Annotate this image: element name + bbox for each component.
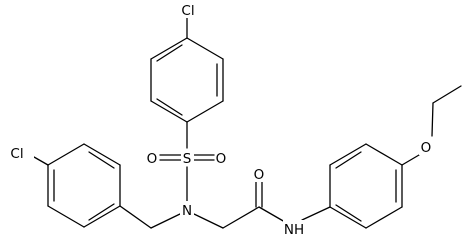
bond	[365, 206, 403, 229]
bond	[258, 206, 286, 223]
bond	[88, 151, 115, 169]
bond	[156, 98, 183, 116]
bond	[222, 206, 260, 229]
bond	[186, 37, 224, 60]
bond	[83, 143, 121, 166]
atom-cl-left: Cl	[10, 146, 23, 162]
bonds	[33, 17, 462, 229]
atom-cl-top: Cl	[181, 3, 194, 19]
bond	[431, 102, 434, 137]
atom-o-carbonyl: O	[254, 167, 265, 183]
atom-nh: NH	[284, 222, 304, 238]
bond	[335, 151, 362, 169]
bond	[150, 37, 188, 60]
bond	[156, 44, 183, 62]
bond	[47, 143, 85, 166]
atom-o-left: O	[147, 151, 158, 167]
bond	[432, 85, 462, 104]
bond	[301, 206, 331, 221]
bond	[88, 203, 115, 221]
atom-n-amine: N	[182, 203, 192, 219]
atom-s: S	[183, 151, 192, 167]
bond	[329, 143, 367, 166]
bond	[47, 205, 85, 228]
bond	[186, 100, 224, 123]
bond	[150, 100, 188, 123]
bond	[193, 213, 224, 229]
bond	[33, 156, 49, 166]
atom-o-ether: O	[421, 140, 432, 156]
bond	[150, 213, 181, 229]
bond	[119, 205, 152, 229]
atom-o-right: O	[216, 151, 227, 167]
bond	[335, 204, 362, 222]
bond	[329, 206, 367, 229]
atom-labels: Cl S O O N Cl O NH O	[2, 2, 433, 238]
bond	[83, 205, 121, 228]
bond	[365, 143, 403, 166]
bond	[401, 154, 420, 166]
